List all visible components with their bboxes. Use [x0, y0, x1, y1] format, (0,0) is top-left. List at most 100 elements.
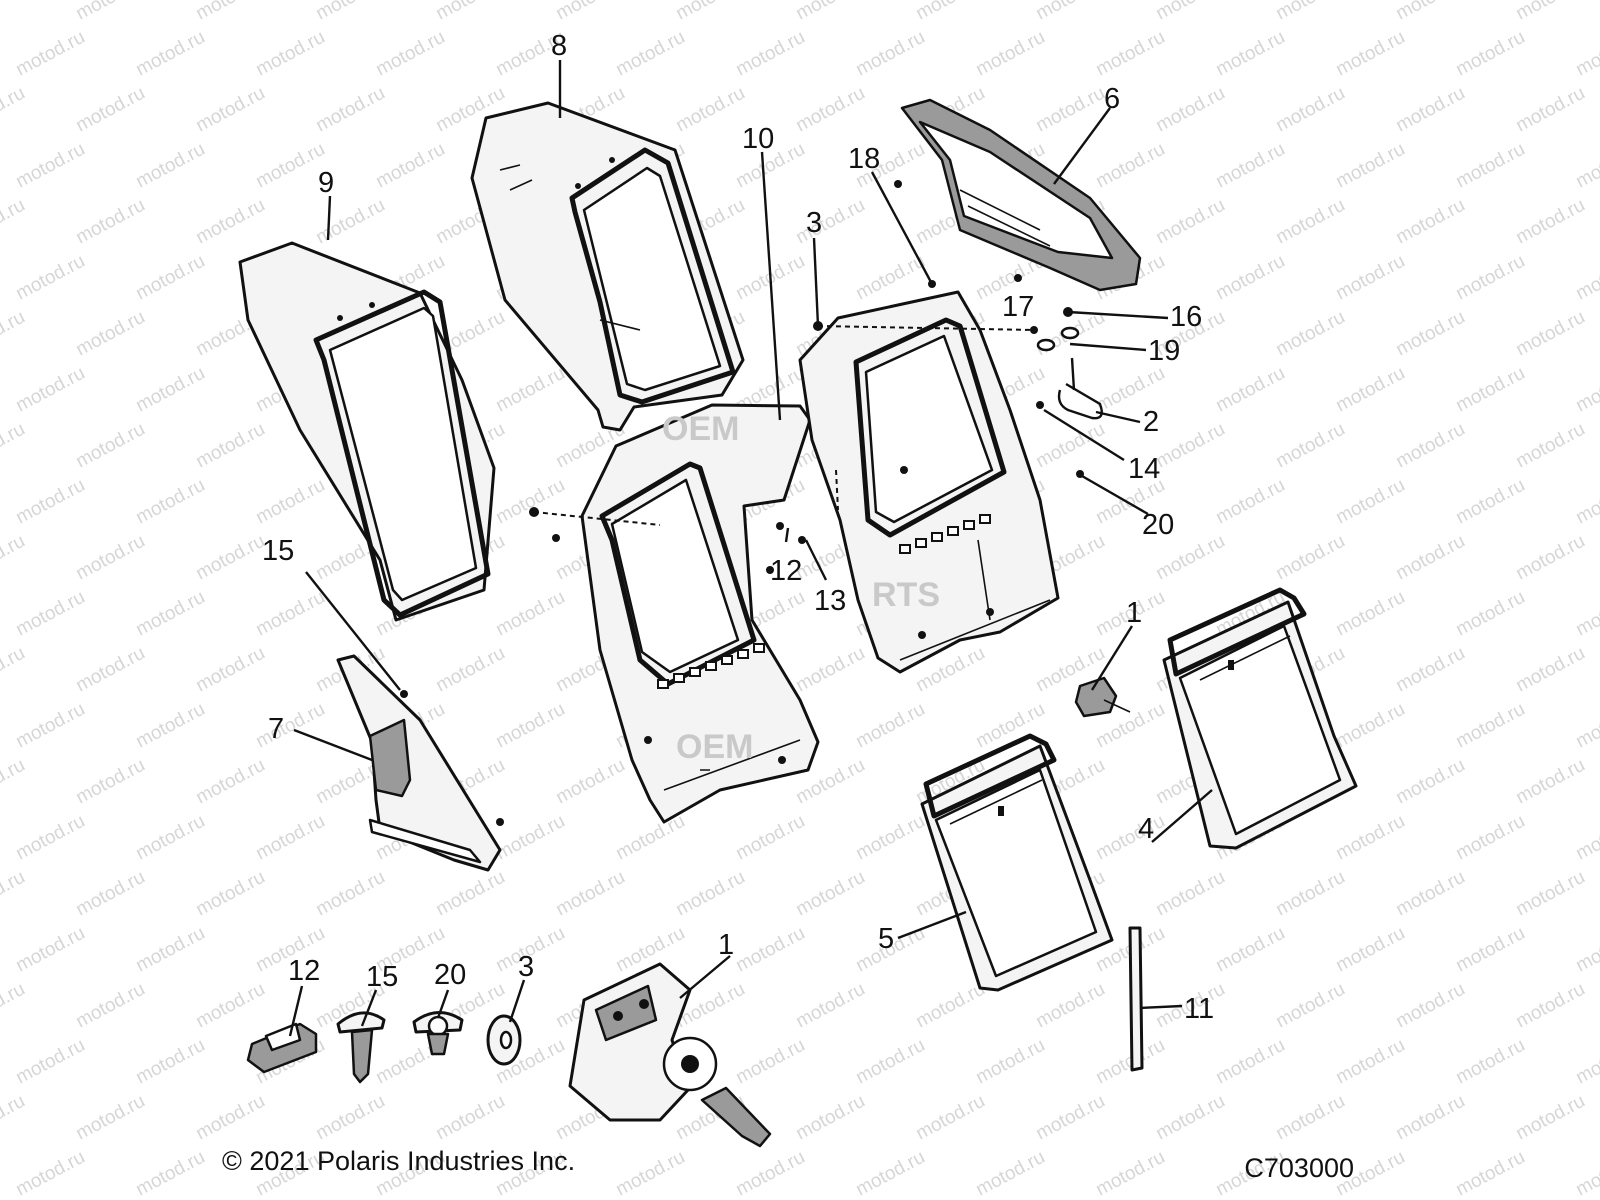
- watermark-text: motod.ru: [192, 419, 268, 473]
- watermark-text: motod.ru: [1032, 1091, 1108, 1145]
- part-3-washer: [486, 1014, 522, 1066]
- watermark-text: motod.ru: [312, 0, 388, 24]
- watermark-text: motod.ru: [12, 699, 88, 753]
- watermark-text: motod.ru: [852, 699, 928, 753]
- watermark-text: motod.ru: [1452, 699, 1528, 753]
- watermark-text: motod.ru: [912, 1091, 988, 1145]
- watermark-text: motod.ru: [1572, 1147, 1600, 1200]
- watermark-text: motod.ru: [12, 811, 88, 865]
- watermark-text: motod.ru: [1392, 83, 1468, 137]
- watermark-text: motod.ru: [1392, 867, 1468, 921]
- watermark-text: motod.ru: [12, 27, 88, 81]
- watermark-text: motod.ru: [1032, 0, 1108, 24]
- watermark-text: motod.ru: [1332, 27, 1408, 81]
- watermark-text: motod.ru: [852, 811, 928, 865]
- watermark-text: motod.ru: [1572, 251, 1600, 305]
- watermark-text: motod.ru: [1272, 307, 1348, 361]
- shop-watermark: RTS: [872, 576, 940, 614]
- watermark-text: motod.ru: [132, 699, 208, 753]
- watermark-text: motod.ru: [1332, 699, 1408, 753]
- watermark-text: motod.ru: [432, 643, 508, 697]
- watermark-text: motod.ru: [132, 251, 208, 305]
- watermark-text: motod.ru: [192, 755, 268, 809]
- watermark-text: motod.ru: [1212, 475, 1288, 529]
- drawing-code: C703000: [1244, 1153, 1354, 1183]
- watermark-text: motod.ru: [132, 363, 208, 417]
- watermark-text: motod.ru: [12, 1147, 88, 1200]
- watermark-text: motod.ru: [1212, 923, 1288, 977]
- callout-15: 15: [366, 961, 398, 993]
- watermark-text: motod.ru: [1272, 867, 1348, 921]
- watermark-text: motod.ru: [1152, 867, 1228, 921]
- left-panel-button-row: [657, 643, 765, 689]
- watermark-text: motod.ru: [1572, 1035, 1600, 1089]
- shop-watermark: OEM: [676, 728, 753, 766]
- watermark-text: motod.ru: [1452, 363, 1528, 417]
- callout-19: 19: [1148, 335, 1180, 367]
- watermark-text: motod.ru: [252, 475, 328, 529]
- watermark-text: motod.ru: [1332, 251, 1408, 305]
- watermark-text: motod.ru: [132, 923, 208, 977]
- part-6-top-cover: [900, 98, 1142, 292]
- shop-watermark: OEM: [662, 410, 739, 448]
- callout-9: 9: [318, 167, 334, 199]
- callout-12: 12: [288, 955, 320, 987]
- watermark-text: motod.ru: [12, 251, 88, 305]
- watermark-text: motod.ru: [72, 867, 148, 921]
- watermark-text: motod.ru: [1332, 923, 1408, 977]
- watermark-text: motod.ru: [1332, 475, 1408, 529]
- watermark-text: motod.ru: [1032, 979, 1108, 1033]
- watermark-text: motod.ru: [192, 643, 268, 697]
- watermark-text: motod.ru: [72, 83, 148, 137]
- watermark-text: motod.ru: [672, 0, 748, 24]
- watermark-text: motod.ru: [792, 643, 868, 697]
- watermark-text: motod.ru: [12, 139, 88, 193]
- watermark-text: motod.ru: [0, 867, 29, 921]
- watermark-text: motod.ru: [792, 0, 868, 24]
- watermark-text: motod.ru: [1392, 307, 1468, 361]
- watermark-text: motod.ru: [252, 587, 328, 641]
- watermark-text: motod.ru: [372, 139, 448, 193]
- watermark-text: motod.ru: [1512, 83, 1588, 137]
- watermark-text: motod.ru: [612, 1147, 688, 1200]
- watermark-text: motod.ru: [1572, 363, 1600, 417]
- watermark-text: motod.ru: [732, 1035, 808, 1089]
- part-10-center-dash-panel: [552, 403, 820, 824]
- callout-20: 20: [1142, 509, 1174, 541]
- callout-3: 3: [518, 951, 534, 983]
- watermark-text: motod.ru: [1212, 1035, 1288, 1089]
- watermark-text: motod.ru: [72, 979, 148, 1033]
- callout-14: 14: [1128, 453, 1160, 485]
- watermark-text: motod.ru: [0, 83, 29, 137]
- watermark-text: motod.ru: [312, 195, 388, 249]
- watermark-text: motod.ru: [492, 475, 568, 529]
- watermark-text: motod.ru: [0, 307, 29, 361]
- watermark-text: motod.ru: [1332, 1035, 1408, 1089]
- watermark-text: motod.ru: [732, 1147, 808, 1200]
- watermark-text: motod.ru: [252, 699, 328, 753]
- watermark-text: motod.ru: [1512, 643, 1588, 697]
- watermark-text: motod.ru: [1512, 867, 1588, 921]
- watermark-text: motod.ru: [132, 27, 208, 81]
- watermark-text: motod.ru: [972, 1147, 1048, 1200]
- watermark-text: motod.ru: [312, 867, 388, 921]
- watermark-text: motod.ru: [1512, 1091, 1588, 1145]
- watermark-text: motod.ru: [1572, 27, 1600, 81]
- watermark-text: motod.ru: [1452, 587, 1528, 641]
- watermark-text: motod.ru: [792, 867, 868, 921]
- watermark-text: motod.ru: [0, 1091, 29, 1145]
- watermark-text: motod.ru: [312, 1091, 388, 1145]
- callout-18: 18: [848, 143, 880, 175]
- watermark-text: motod.ru: [132, 1035, 208, 1089]
- part-1-lock-latch-detail: [568, 962, 772, 1148]
- watermark-text: motod.ru: [12, 1035, 88, 1089]
- watermark-text: motod.ru: [72, 531, 148, 585]
- watermark-text: motod.ru: [132, 1147, 208, 1200]
- watermark-text: motod.ru: [1452, 923, 1528, 977]
- watermark-text: motod.ru: [1452, 1147, 1528, 1200]
- part-2-latch-hook: [1036, 357, 1103, 420]
- watermark-text: motod.ru: [72, 755, 148, 809]
- watermark-text: motod.ru: [1272, 979, 1348, 1033]
